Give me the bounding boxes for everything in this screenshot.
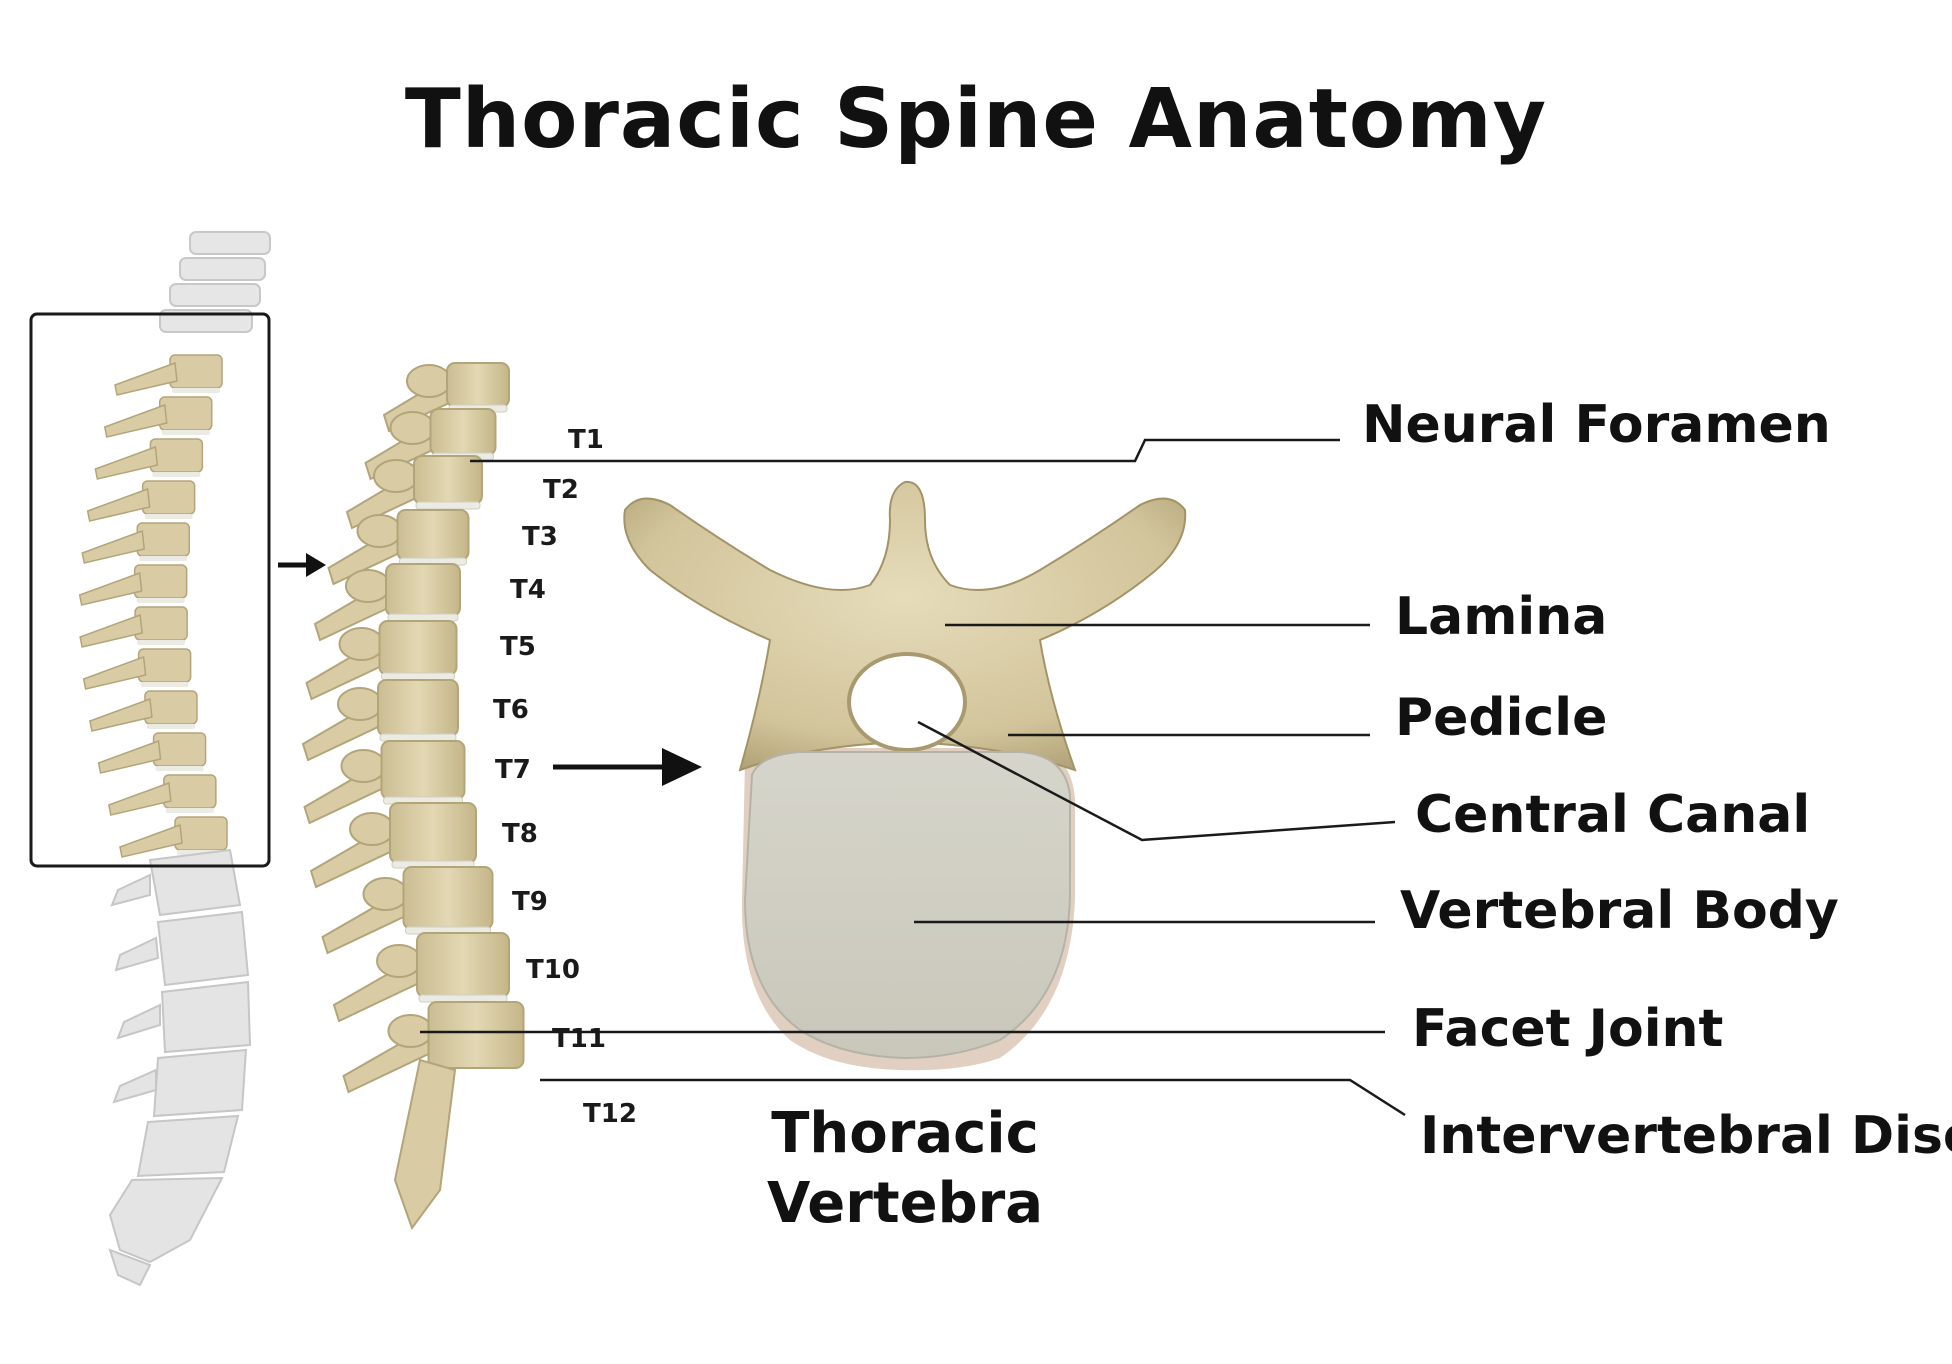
small-vertebra	[149, 438, 204, 473]
small-vertebra	[174, 816, 228, 851]
small-disc	[146, 724, 195, 729]
arrow-icon	[553, 748, 702, 786]
small-vertebra	[158, 396, 213, 431]
transverse-process	[356, 514, 403, 548]
small-vertebra	[163, 774, 217, 809]
small-disc	[136, 598, 185, 603]
level-label: T9	[512, 887, 548, 917]
level-label: T4	[510, 575, 546, 605]
full-spine-illustration	[29, 231, 271, 1287]
small-spinous-process	[103, 403, 168, 438]
vertebra-top-view	[623, 480, 1187, 1071]
small-spinous-process	[94, 445, 159, 480]
small-spinous-process	[86, 487, 151, 522]
vertebra-body-4	[396, 509, 470, 561]
transverse-process	[362, 877, 409, 911]
small-vertebra	[169, 354, 223, 389]
small-spinous-process	[97, 739, 162, 774]
small-disc	[137, 640, 186, 645]
level-label: T12	[583, 1099, 637, 1129]
intervertebral-disc-5	[387, 613, 459, 622]
small-disc	[155, 766, 204, 771]
label-facet-joint: Facet Joint	[1412, 999, 1723, 1059]
intervertebral-disc-7	[379, 733, 457, 742]
central-canal-shape	[847, 652, 967, 752]
small-spinous-process	[119, 823, 183, 858]
transverse-process	[389, 411, 436, 445]
small-vertebra	[152, 732, 207, 767]
vertebra-body-8	[380, 740, 466, 800]
intervertebral-disc-6	[381, 672, 455, 681]
vertebra-body-11	[416, 932, 510, 998]
leader-lines	[420, 438, 1406, 1117]
label-central-canal: Central Canal	[1415, 785, 1810, 845]
small-disc	[140, 682, 189, 687]
intervertebral-disc-11	[418, 994, 508, 1003]
small-spinous-process	[79, 613, 143, 648]
transverse-process	[349, 812, 395, 846]
level-label: T1	[568, 425, 604, 455]
level-label: T5	[500, 632, 536, 662]
vertebra-body-5	[385, 563, 461, 617]
thoracic-spine-illustration	[301, 362, 525, 1231]
vertebra-body-2	[429, 408, 497, 456]
small-spinous-process	[107, 781, 172, 816]
small-disc	[165, 808, 214, 813]
spinous-process	[393, 1058, 457, 1231]
transverse-process	[376, 944, 422, 978]
transverse-process	[345, 569, 391, 603]
level-label: T2	[543, 475, 579, 505]
caption-line-2: Vertebra	[767, 1171, 1043, 1236]
small-disc	[172, 388, 220, 393]
small-vertebra	[134, 606, 188, 641]
vertebra-body-6	[378, 620, 458, 676]
vertebra-body-12	[427, 1001, 525, 1069]
small-disc	[144, 514, 193, 519]
label-vertebral-body: Vertebral Body	[1400, 881, 1839, 941]
level-label: T3	[522, 522, 558, 552]
label-pedicle: Pedicle	[1395, 688, 1607, 748]
level-label: T11	[552, 1024, 606, 1054]
level-label: T6	[493, 695, 529, 725]
small-vertebra	[133, 564, 188, 599]
selection-box	[29, 312, 271, 868]
vertebra-body-3	[413, 455, 483, 505]
vertebral-body-shape	[743, 751, 1071, 1060]
transverse-process	[340, 749, 387, 783]
small-vertebra	[141, 480, 196, 515]
label-lamina: Lamina	[1395, 587, 1607, 647]
small-spinous-process	[81, 529, 146, 564]
vertebra-body-10	[402, 866, 494, 930]
small-disc	[161, 430, 210, 435]
transverse-process	[338, 627, 385, 661]
level-label: T7	[495, 755, 531, 785]
small-arrow-icon	[278, 553, 326, 577]
caption-line-1: Thoracic	[771, 1101, 1039, 1166]
small-disc	[139, 556, 188, 561]
small-vertebra	[144, 690, 198, 725]
label-neural-foramen: Neural Foramen	[1362, 395, 1831, 455]
small-spinous-process	[78, 571, 143, 606]
page-title: Thoracic Spine Anatomy	[404, 72, 1548, 167]
small-spinous-process	[82, 655, 147, 690]
small-disc	[152, 472, 201, 477]
level-label: T10	[526, 955, 580, 985]
transverse-process	[373, 459, 419, 493]
label-intervertebral-disc: Intervertebral Disc	[1420, 1106, 1952, 1166]
small-spinous-process	[89, 697, 153, 732]
small-vertebra	[136, 522, 191, 557]
vertebra-body-9	[389, 802, 477, 864]
vertebra-body-1	[446, 362, 510, 408]
transverse-process	[406, 364, 452, 398]
small-spinous-process	[114, 361, 178, 396]
level-label: T8	[502, 819, 538, 849]
small-vertebra	[137, 648, 192, 683]
transverse-process	[337, 687, 383, 721]
intervertebral-disc-3	[415, 501, 481, 510]
vertebra-body-7	[377, 679, 459, 737]
